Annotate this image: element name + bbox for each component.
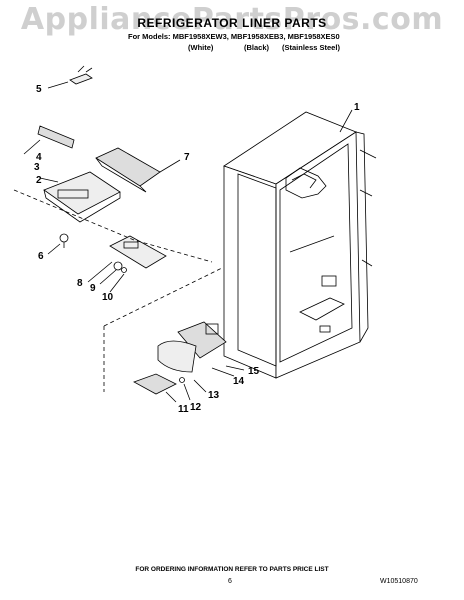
callout-2: 2 [36, 175, 42, 186]
document-number: W10510870 [380, 578, 418, 585]
callout-11: 11 [178, 404, 189, 415]
part-2-housing [39, 171, 121, 223]
models-line: For Models: MBF1958XEW3, MBF1958XEB3, MB… [128, 32, 340, 41]
color-stainless: (Stainless Steel) [282, 43, 340, 52]
ordering-note: FOR ORDERING INFORMATION REFER TO PARTS … [135, 566, 329, 573]
callout-13: 13 [208, 390, 220, 401]
color-black: (Black) [244, 43, 270, 52]
callout-4: 4 [36, 152, 42, 163]
callout-3: 3 [34, 162, 40, 173]
part-5-clip [47, 65, 93, 89]
callout-14: 14 [233, 376, 245, 387]
liner-part [223, 111, 377, 379]
callout-12: 12 [190, 402, 202, 413]
part-12-screw [179, 377, 191, 401]
page-title: REFRIGERATOR LINER PARTS [137, 16, 327, 30]
part-4-label-strip [23, 125, 75, 155]
part-13-door [157, 340, 207, 393]
part-10-screw [109, 267, 127, 293]
callout-7: 7 [184, 152, 190, 163]
callout-15: 15 [248, 366, 260, 377]
callout-5: 5 [36, 84, 42, 95]
part-11-cover [133, 373, 177, 403]
page-number: 6 [228, 578, 232, 585]
callout-8: 8 [77, 278, 83, 289]
part-7-tray [95, 147, 181, 193]
callout-10: 10 [102, 292, 114, 303]
callout-9: 9 [90, 283, 96, 294]
part-9-fastener [99, 261, 123, 285]
callout-1: 1 [354, 102, 360, 113]
callout-6: 6 [38, 251, 44, 262]
part-8-bracket [87, 235, 167, 283]
watermark-text: AppliancePartsPros.com [20, 2, 444, 37]
color-white: (White) [188, 43, 214, 52]
part-6-screw [47, 233, 69, 255]
